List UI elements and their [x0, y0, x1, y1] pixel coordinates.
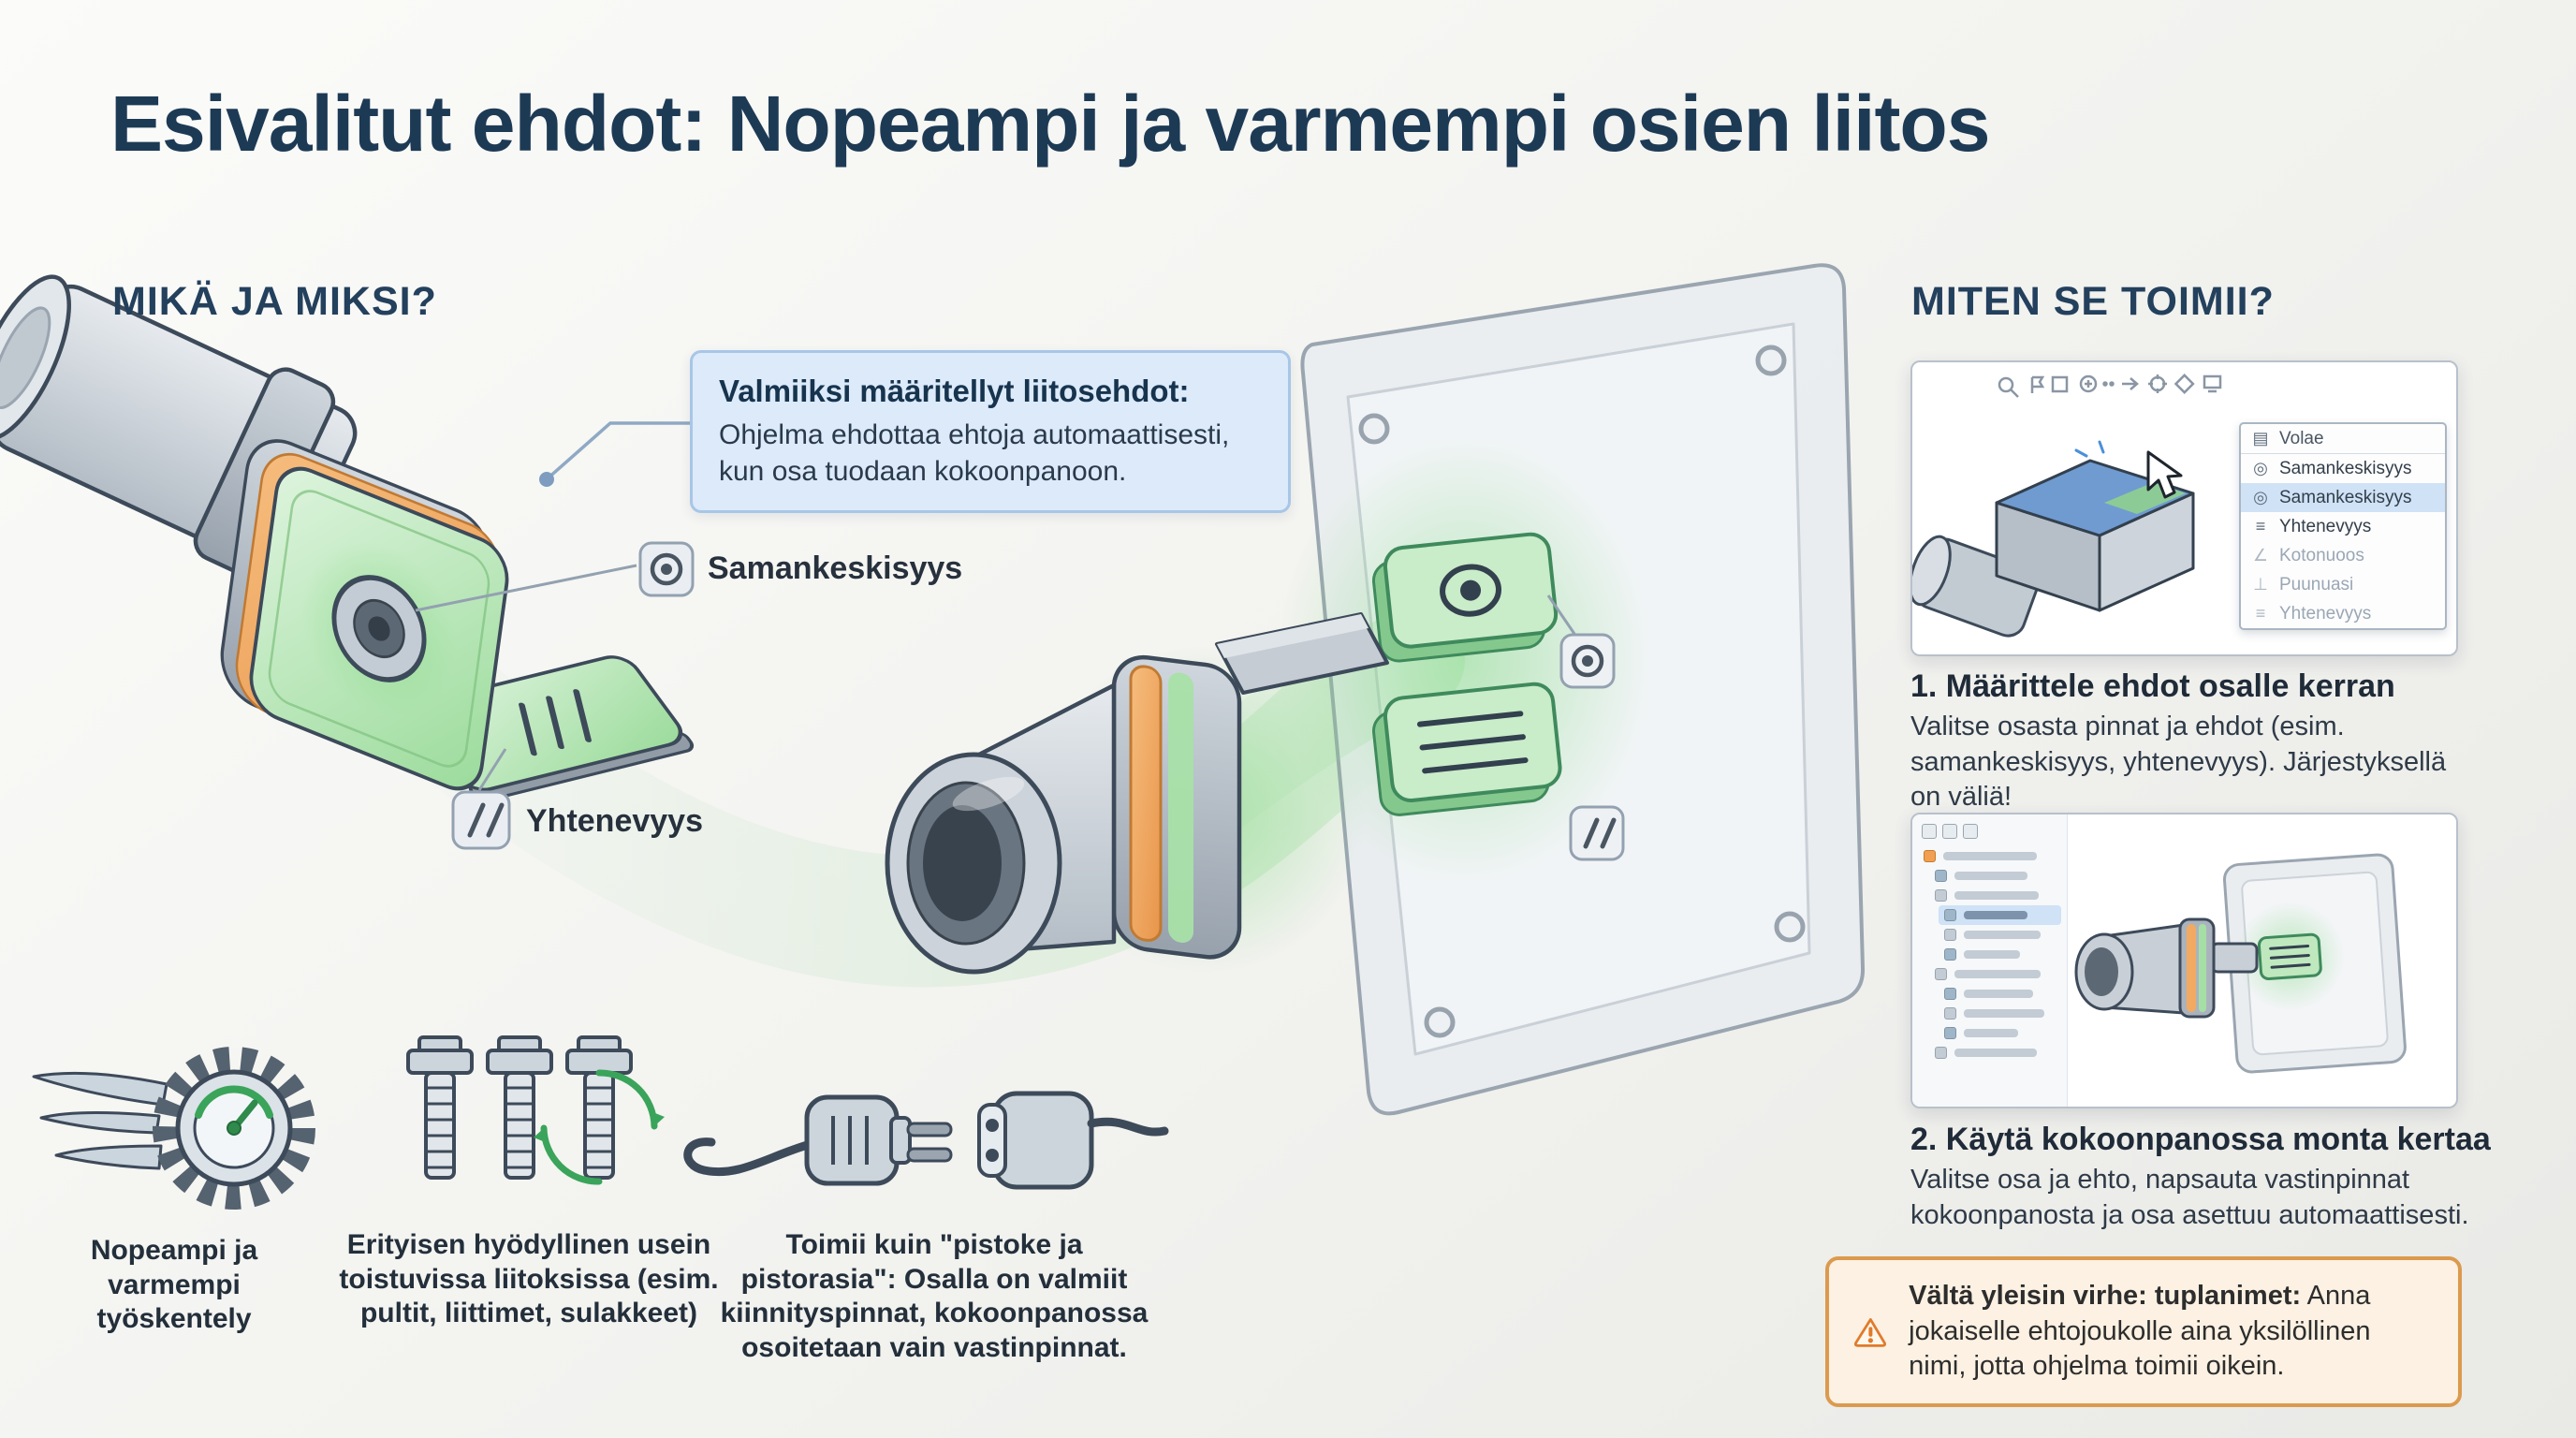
- benefit-text-speed: Nopeampi ja varmempi työskentely: [90, 1235, 258, 1335]
- connector-flange: [220, 439, 509, 791]
- cad-part: [1912, 440, 2195, 638]
- callout-title: Valmiiksi määritellyt liitosehdot:: [719, 374, 1190, 408]
- cad-toolbar-icons: [1998, 374, 2222, 398]
- socket-concentric: [1372, 532, 1559, 663]
- winged-gauge-icon: [32, 1047, 315, 1210]
- menu-item-label: Puunuasi: [2279, 574, 2354, 594]
- callout-leader: [539, 421, 690, 487]
- step2-title: 2. Käytä kokoonpanossa monta kertaa: [1910, 1122, 2491, 1157]
- concentric-leader-line: [415, 564, 637, 612]
- tree-item: [1918, 846, 2061, 866]
- coincident-chip-panel: [1569, 805, 1625, 861]
- callout-body: Ohjelma ehdottaa ehtoja automaattisesti,…: [719, 419, 1230, 487]
- warning-text: Vältä yleisin virhe: tuplanimet: Anna jo…: [1909, 1279, 2434, 1385]
- tree-item: [1939, 1004, 2061, 1023]
- tree-toolbar-icons: [1922, 824, 2061, 839]
- tree-item: [1929, 866, 2061, 886]
- mini-assembly-panel: [2222, 853, 2407, 1074]
- label-concentric: Samankeskisyys: [708, 550, 963, 586]
- warning-body: Anna jokaiselle ehtojoukolle aina yksilö…: [1909, 1281, 2371, 1382]
- section-heading-what-why: MIKÄ JA MIKSI?: [112, 279, 437, 324]
- tree-item-selected: [1939, 905, 2061, 925]
- coincident-chip-left: [451, 790, 511, 850]
- step1-body: Valitse osasta pinnat ja ehdot (esim. sa…: [1910, 712, 2447, 813]
- benefit-text-plug: Toimii kuin "pistoke ja pistorasia": Osa…: [720, 1229, 1149, 1363]
- cursor-icon: [2146, 450, 2183, 499]
- menu-item-selected: ◎ Samankeskisyys: [2241, 483, 2445, 512]
- tree-item: [1939, 1023, 2061, 1043]
- socket-coincident: [1372, 682, 1562, 816]
- warning-box: Vältä yleisin virhe: tuplanimet: Anna jo…: [1825, 1256, 2462, 1408]
- section-heading-how: MITEN SE TOIMII?: [1911, 279, 2275, 324]
- page-title: Esivalitut ehdot: Nopeampi ja varmempi o…: [110, 80, 1990, 168]
- step1-art: [1912, 374, 2222, 638]
- menu-item-label: Samankeskisyys: [2279, 487, 2412, 507]
- middle-connector: [885, 612, 1389, 975]
- concentric-chip-panel: [1559, 633, 1616, 689]
- warning-triangle-icon: [1853, 1317, 1887, 1347]
- menu-item: ▤ Volae: [2241, 424, 2445, 454]
- menu-item-label: Kotonuoos: [2279, 545, 2364, 565]
- coincident-icon: ≡: [2255, 604, 2266, 623]
- menu-item: ∠ Kotonuoos: [2241, 541, 2445, 570]
- concentric-icon: ◎: [2253, 488, 2268, 506]
- label-coincident: Yhtenevyys: [526, 803, 703, 839]
- tree-item: [1939, 925, 2061, 945]
- coincident-icon: ≡: [2255, 517, 2266, 536]
- step2-art: [2074, 853, 2407, 1074]
- angle-icon: ∠: [2252, 546, 2269, 565]
- tree-item: [1939, 945, 2061, 964]
- tree-item: [1929, 964, 2061, 984]
- reuse-arrows-icon: [534, 1069, 665, 1185]
- mate-suggestion-menu: ▤ Volae ◎ Samankeskisyys ◎ Samankeskisyys ≡…: [2239, 422, 2447, 630]
- plug-socket-icon: [683, 1091, 1169, 1190]
- tree-item: [1929, 886, 2061, 905]
- concentric-icon: ◎: [2253, 459, 2268, 477]
- bolts-icon: [406, 1035, 665, 1185]
- tree-item: [1929, 1043, 2061, 1063]
- step1-screenshot: ▤ Volae ◎ Samankeskisyys ◎ Samankeskisyys ≡…: [1910, 360, 2458, 656]
- predefined-conditions-callout: Valmiiksi määritellyt liitosehdot: Ohjel…: [690, 350, 1291, 513]
- menu-item-label: Yhtenevyys: [2279, 516, 2372, 536]
- list-header-icon: ▤: [2252, 429, 2269, 448]
- step2-body: Valitse osa ja ehto, napsauta vastinpinn…: [1910, 1165, 2469, 1230]
- menu-item: ≡ Yhtenevyys: [2241, 599, 2445, 628]
- perpendicular-icon: ⊥: [2253, 575, 2268, 594]
- coincident-leader-line: [477, 748, 507, 791]
- menu-item: ◎ Samankeskisyys: [2241, 454, 2445, 483]
- left-connector: [0, 274, 695, 802]
- chip-leader-line: [1546, 594, 1578, 638]
- menu-item: ⊥ Puunuasi: [2241, 570, 2445, 599]
- mini-connector: [2074, 917, 2259, 1019]
- concentric-chip-left: [638, 541, 695, 597]
- step1-title: 1. Määrittele ehdot osalle kerran: [1910, 668, 2395, 704]
- menu-item-label: Yhtenevyys: [2279, 603, 2372, 624]
- menu-item: ≡ Yhtenevyys: [2241, 512, 2445, 541]
- step2-screenshot: [1910, 813, 2458, 1108]
- benefit-text-repeat: Erityisen hyödyllinen usein toistuvissa …: [339, 1229, 719, 1329]
- tree-item: [1939, 984, 2061, 1004]
- feature-tree: [1912, 814, 2068, 1107]
- warning-highlight: Vältä yleisin virhe: tuplanimet:: [1909, 1281, 2302, 1311]
- panel-screw-holes: [1358, 345, 1806, 1038]
- menu-item-label: Volae: [2279, 428, 2324, 448]
- menu-item-label: Samankeskisyys: [2279, 458, 2412, 478]
